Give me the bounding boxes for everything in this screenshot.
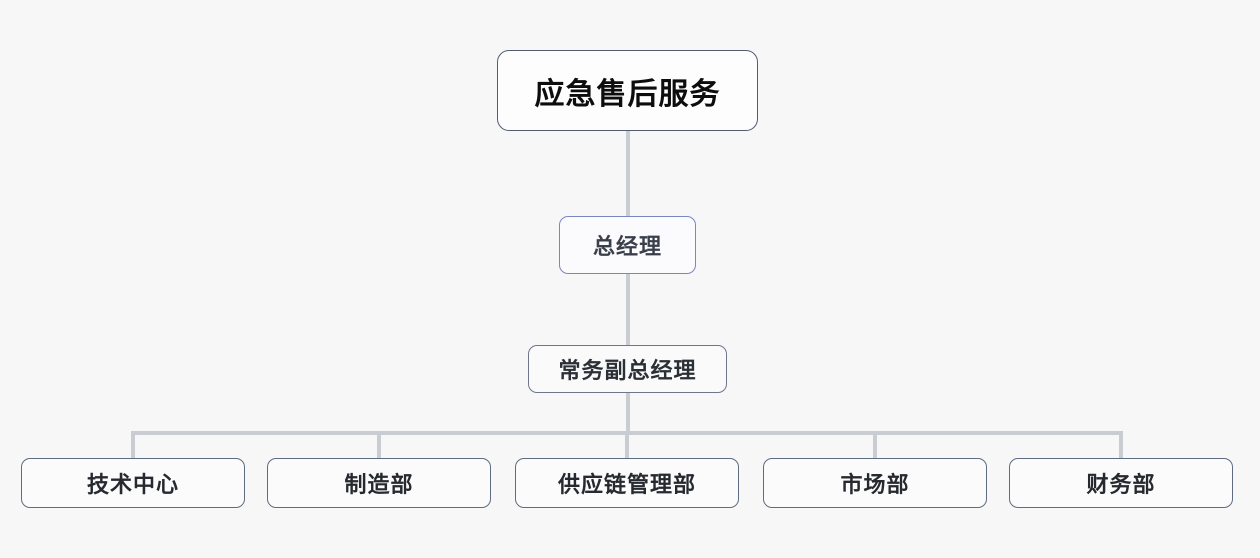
node-department-manufacturing[interactable]: 制造部 — [267, 458, 491, 508]
connector-bus-to-department-2 — [625, 431, 629, 458]
node-department-supply-chain-management[interactable]: 供应链管理部 — [515, 458, 739, 508]
node-deputy-general-manager[interactable]: 常务副总经理 — [528, 345, 727, 393]
node-department-finance[interactable]: 财务部 — [1009, 458, 1233, 508]
node-department-marketing[interactable]: 市场部 — [763, 458, 987, 508]
connector-deputy-to-bus — [626, 393, 630, 435]
node-department-technology-center[interactable]: 技术中心 — [21, 458, 245, 508]
node-general-manager[interactable]: 总经理 — [559, 216, 696, 274]
connector-root-to-general-manager — [626, 131, 630, 216]
node-root-emergency-after-sales-service[interactable]: 应急售后服务 — [497, 50, 758, 131]
connector-bus-to-department-3 — [873, 431, 877, 458]
connector-general-manager-to-deputy — [626, 274, 630, 345]
connector-bus-to-department-4 — [1119, 431, 1123, 458]
connector-bus-to-department-0 — [131, 431, 135, 458]
connector-bus-to-department-1 — [377, 431, 381, 458]
